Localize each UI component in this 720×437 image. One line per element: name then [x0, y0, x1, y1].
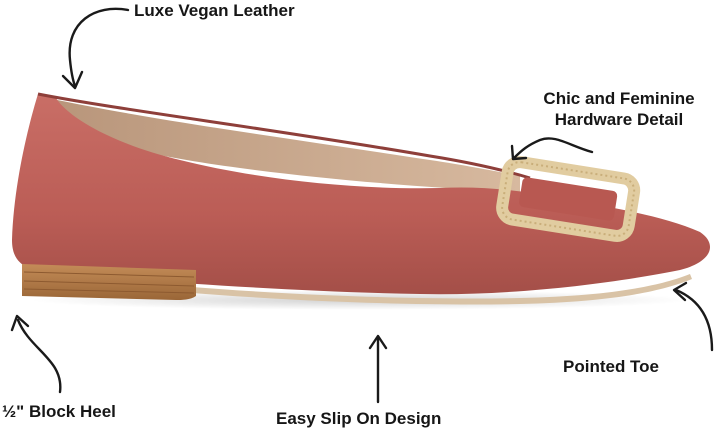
hardware-buckle	[496, 156, 641, 242]
arrow-hardware-head	[510, 144, 528, 161]
arrow-toe	[674, 288, 714, 352]
heel-grain-2	[23, 280, 195, 287]
label-luxe-vegan-leather: Luxe Vegan Leather	[134, 1, 295, 20]
label-hardware-detail: Chic and Feminine Hardware Detail	[520, 88, 718, 130]
arrow-heel-head	[10, 314, 30, 332]
arrow-heel	[16, 318, 62, 394]
arrow-hardware	[512, 137, 594, 160]
label-easy-slip-on: Easy Slip On Design	[276, 409, 442, 428]
shoe-upper	[12, 94, 711, 295]
label-pointed-toe: Pointed Toe	[563, 357, 660, 376]
arrow-toe-head	[672, 281, 688, 302]
label-block-heel: ½" Block Heel	[2, 402, 116, 421]
heel-grain-3	[23, 288, 195, 294]
shoe-lining	[44, 98, 520, 192]
heel-grain-1	[23, 271, 195, 278]
shoe-sole	[180, 274, 692, 305]
arrow-leather	[68, 7, 130, 88]
arrow-leather-head	[61, 70, 84, 90]
label-hardware-line1: Chic and Feminine	[543, 89, 695, 108]
label-hardware-line2: Hardware Detail	[554, 110, 684, 129]
collar-edge	[37, 92, 531, 180]
arrow-slip-on-head	[368, 334, 388, 350]
